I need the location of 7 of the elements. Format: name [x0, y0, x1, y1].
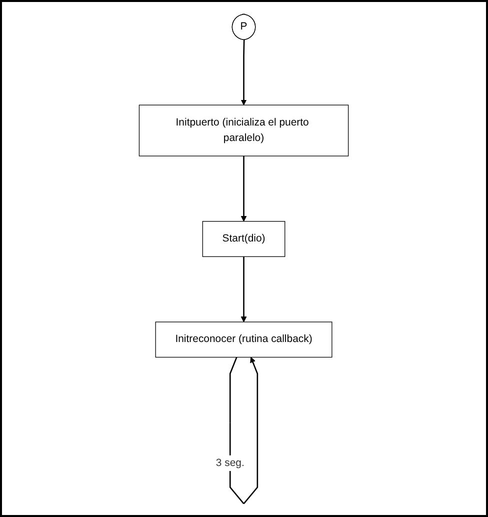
- arrow: [241, 40, 247, 105]
- node-box: Initreconocer (rutina callback): [156, 321, 332, 358]
- node-box: Start(dio): [202, 220, 286, 256]
- node-box: Initpuerto (inicializa el puerto paralelo): [139, 104, 349, 156]
- arrow: [241, 156, 247, 222]
- edge-label: 3 seg.: [216, 456, 245, 468]
- arrow: [241, 256, 247, 322]
